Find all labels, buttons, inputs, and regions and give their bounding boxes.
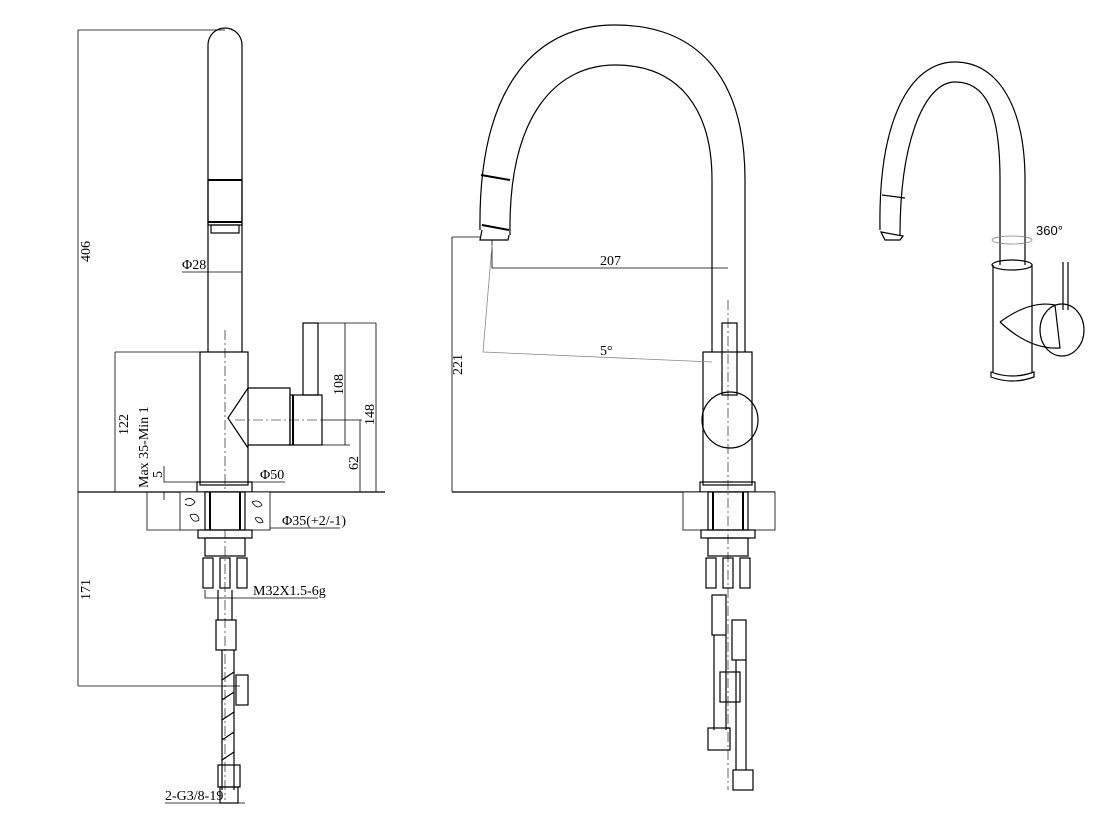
gooseneck-inner (899, 81, 1001, 265)
dim-base-diameter: Φ50 (260, 468, 284, 483)
pullout-head (207, 179, 243, 226)
dim-lever-top: 148 (363, 404, 378, 425)
base-ring (196, 481, 253, 493)
dim-height-total: 406 (79, 241, 94, 262)
dim-tilt-angle: 5° (600, 344, 613, 359)
rotation-label: 360° (1036, 223, 1063, 238)
handle-connector (227, 387, 291, 449)
lever (302, 322, 319, 396)
side-view: 406 171 Φ28 122 Max 35-Min 1 5 Φ50 108 1… (77, 27, 385, 804)
dim-thread: M32X1.5-6g (253, 584, 326, 599)
rotation-ring (991, 235, 1033, 245)
dim-handle-height: 108 (332, 374, 347, 395)
dim-gap: 5 (151, 471, 166, 478)
perspective-view: 360° (879, 61, 1085, 382)
stone-block (682, 491, 776, 531)
dim-handle-axis: 62 (347, 456, 362, 470)
dim-hole-diameter: Φ35(+2/-1) (282, 514, 346, 529)
dim-reach: 207 (600, 254, 621, 269)
dim-below-deck: 171 (79, 579, 94, 600)
gooseneck-inner (509, 64, 713, 352)
hose (221, 650, 235, 790)
hose-fitting (215, 619, 237, 651)
dim-body-height: 122 (117, 414, 132, 435)
handle-connector (999, 303, 1061, 349)
body (199, 351, 249, 486)
front-view: 221 207 5° (451, 24, 776, 791)
dim-spout-diameter: Φ28 (182, 258, 206, 273)
dim-deck-thickness: Max 35-Min 1 (137, 406, 152, 488)
gooseneck-outer (879, 61, 1026, 265)
dim-hose-thread: 2-G3/8-19 (165, 789, 223, 804)
spout-tube (207, 27, 243, 352)
stone-block (179, 491, 271, 531)
dim-spout-height: 221 (451, 354, 466, 375)
body (702, 351, 753, 486)
lever (721, 322, 738, 396)
handle-knob (1039, 303, 1085, 357)
handle-knob (701, 391, 759, 449)
gooseneck-outer (479, 24, 746, 352)
